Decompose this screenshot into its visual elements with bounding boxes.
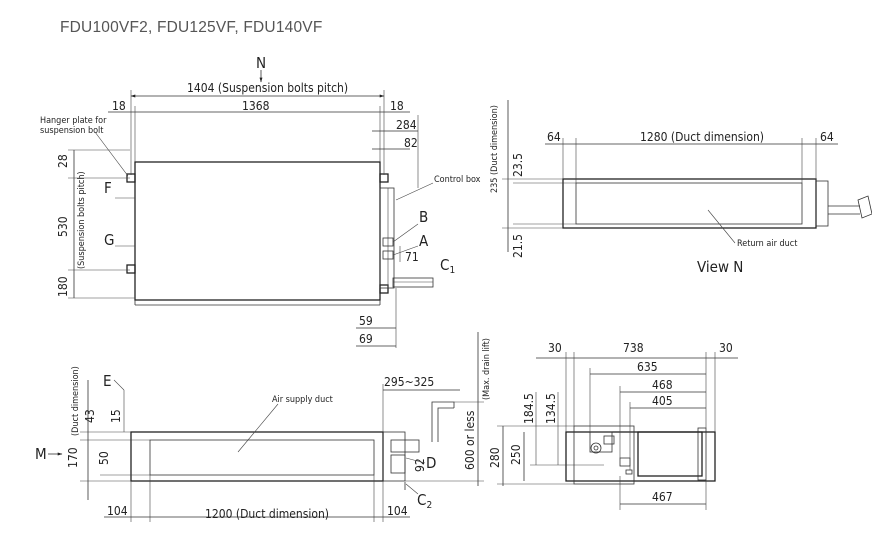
dim-71: 71 [405, 250, 419, 264]
hanger-label-line1: Hanger plate for [40, 116, 107, 126]
dim-28: 28 [56, 154, 70, 168]
unit-body-side [565, 431, 716, 482]
max-drain-label: (Max. drain lift) [482, 338, 492, 400]
view-n: 235 (Duct dimension) 64 1280 (Duct dimen… [490, 100, 872, 276]
unit-body-top [134, 161, 381, 301]
dim-284: 284 [396, 118, 417, 132]
hanger-label-line2: suspension bolt [40, 126, 103, 136]
dim-405: 405 [652, 394, 673, 408]
dim-18-right: 18 [390, 99, 404, 113]
unit-body-front [130, 431, 384, 482]
dim-104-left: 104 [107, 504, 128, 518]
dim-69: 69 [359, 332, 373, 346]
pitch-vertical-label: (Suspension bolts pitch) [77, 171, 87, 269]
fitting-icon [590, 442, 602, 454]
control-box-side [573, 425, 635, 485]
dim-1280: 1280 (Duct dimension) [640, 130, 764, 144]
label-g: G [104, 231, 114, 249]
label-e: E [103, 372, 112, 390]
dim-295-325: 295~325 [384, 375, 434, 389]
dim-104-right: 104 [387, 504, 408, 518]
dim-64-right-view-n: 64 [820, 130, 834, 144]
air-supply-label: Air supply duct [272, 395, 333, 405]
fan-section [637, 431, 703, 477]
view-n-label: View N [697, 258, 743, 276]
label-c2: C2 [417, 491, 432, 511]
dim-738: 738 [623, 341, 644, 355]
control-box-label: Control box [434, 175, 481, 185]
dim-43: 43 [83, 409, 97, 423]
hanger-plate [126, 264, 136, 274]
unit-body-view-n [562, 178, 817, 229]
label-d: D [426, 454, 436, 472]
dim-1404-label: 1404 (Suspension bolts pitch) [187, 81, 348, 95]
dim-21-5: 21.5 [511, 234, 525, 258]
dim-530: 530 [56, 216, 70, 237]
hanger-plate [379, 284, 389, 294]
dim-15: 15 [109, 409, 123, 423]
dim-170: 170 [66, 447, 80, 468]
dim-250: 250 [509, 444, 523, 465]
dim-1200: 1200 (Duct dimension) [205, 507, 329, 521]
label-c1: C1 [440, 256, 455, 276]
dim-30-right: 30 [719, 341, 733, 355]
dim-1368: 1368 [242, 99, 270, 113]
front-duct-dim-vertical: (Duct dimension) [71, 366, 81, 436]
dim-184-5: 184.5 [522, 393, 536, 424]
label-a: A [419, 232, 429, 250]
dim-23-5: 23.5 [511, 153, 525, 177]
view-n-duct-dim-vertical: 235 (Duct dimension) [490, 105, 500, 193]
front-view: (Duct dimension) E 43 15 M 170 50 Air su… [35, 332, 492, 522]
dim-30-left: 30 [548, 341, 562, 355]
arrow-n-label: N [256, 54, 266, 72]
page-title: FDU100VF2, FDU125VF, FDU140VF [60, 19, 323, 36]
dim-82: 82 [404, 136, 418, 150]
label-f: F [104, 179, 112, 197]
side-view: 30 738 30 635 468 405 184.5 134.5 280 25… [488, 341, 738, 510]
label-b: B [419, 208, 428, 226]
dim-467: 467 [652, 490, 673, 504]
dim-180: 180 [56, 276, 70, 297]
top-view: N 1404 (Suspension bolts pitch) 1368 18 … [40, 54, 481, 348]
return-air-label: Return air duct [737, 239, 797, 249]
dim-635: 635 [637, 360, 658, 374]
dim-92: 92 [413, 458, 427, 472]
dim-50: 50 [97, 451, 111, 465]
dim-18-left: 18 [112, 99, 126, 113]
arrow-m-label: M [35, 445, 47, 463]
dim-59: 59 [359, 314, 373, 328]
dim-64-left-view-n: 64 [547, 130, 561, 144]
dim-468: 468 [652, 378, 673, 392]
supply-duct-opening [149, 439, 375, 476]
dim-280: 280 [488, 447, 502, 468]
dim-134-5: 134.5 [544, 393, 558, 424]
return-duct-opening [575, 182, 803, 225]
dim-600: 600 or less [463, 410, 477, 470]
control-box [379, 187, 395, 289]
hanger-plate [379, 173, 389, 183]
